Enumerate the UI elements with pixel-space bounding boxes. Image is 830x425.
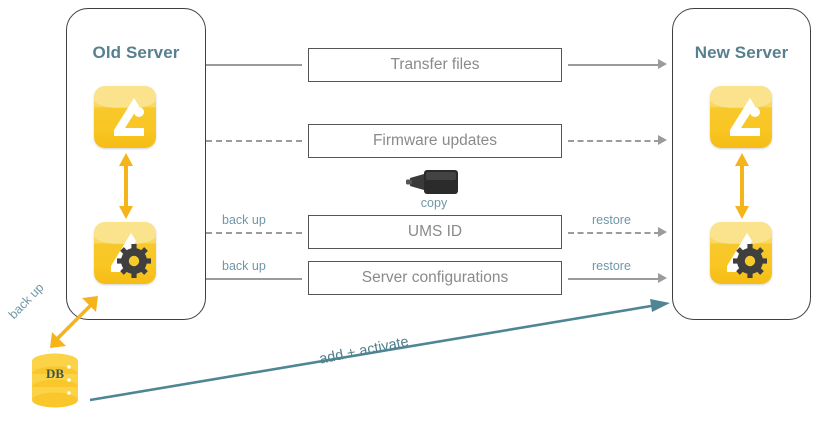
- database-backup-arrow: [42, 290, 106, 359]
- flow-box-transfer-files[interactable]: Transfer files: [308, 48, 562, 82]
- new-server-ums-admin-icon: [710, 222, 772, 284]
- old-server-ums-admin-icon: [94, 222, 156, 284]
- old-server-ums-console-icon: [94, 86, 156, 148]
- database-label: DB: [45, 366, 65, 381]
- arrowhead-right-ums-id: [658, 227, 667, 237]
- label-backup-ums-id: back up: [222, 213, 266, 227]
- new-server-sync-arrow: [732, 152, 752, 225]
- connector-left-server-configurations: [206, 278, 302, 280]
- database-cylinder-icon: DB: [28, 352, 82, 410]
- flow-box-server-configurations[interactable]: Server configurations: [308, 261, 562, 295]
- connector-left-ums-id: [206, 232, 302, 234]
- connector-left-transfer-files: [206, 64, 302, 66]
- connector-right-ums-id: [568, 232, 660, 234]
- arrowhead-right-transfer-files: [658, 59, 667, 69]
- arrowhead-right-server-configurations: [658, 273, 667, 283]
- flow-box-ums-id[interactable]: UMS ID: [308, 215, 562, 249]
- new-server-ums-console-icon: [710, 86, 772, 148]
- old-server-title: Old Server: [92, 43, 180, 62]
- connector-right-transfer-files: [568, 64, 660, 66]
- old-server-sync-arrow: [116, 152, 136, 225]
- label-backup-server-configurations: back up: [222, 259, 266, 273]
- usb-copy-caption: copy: [420, 196, 448, 210]
- arrowhead-right-firmware-updates: [658, 135, 667, 145]
- new-server-panel: New Server: [672, 8, 811, 320]
- new-server-title: New Server: [694, 43, 789, 62]
- usb-stick-icon: [404, 165, 464, 210]
- flow-box-firmware-updates[interactable]: Firmware updates: [308, 124, 562, 158]
- label-restore-ums-id: restore: [592, 213, 631, 227]
- connector-left-firmware-updates: [206, 140, 302, 142]
- connector-right-firmware-updates: [568, 140, 660, 142]
- connector-right-server-configurations: [568, 278, 660, 280]
- label-restore-server-configurations: restore: [592, 259, 631, 273]
